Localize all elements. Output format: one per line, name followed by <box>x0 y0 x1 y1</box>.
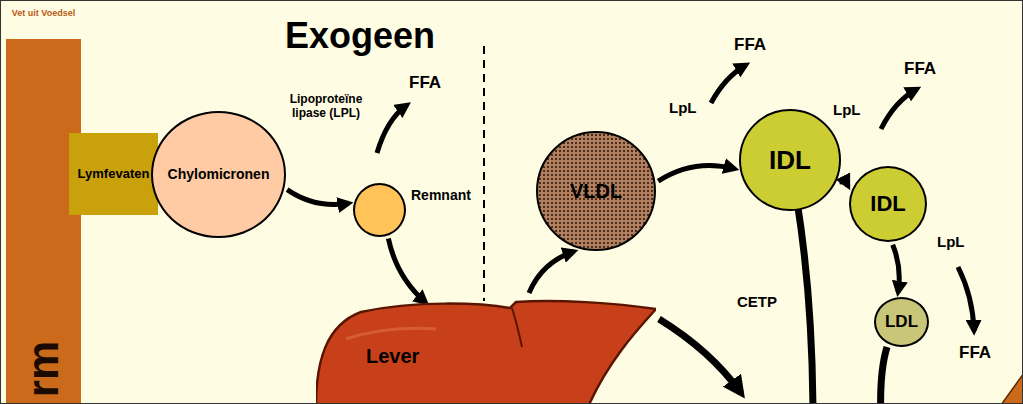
arrow-line <box>658 165 734 181</box>
enzyme-label: LpL <box>833 101 861 118</box>
ffa-label: FFA <box>734 35 766 55</box>
ffa-arrow <box>377 105 407 153</box>
divider-line <box>483 46 485 301</box>
node-text: VLDL <box>570 180 622 202</box>
lipoprotein-circle: IDL <box>739 109 841 211</box>
node-text: IDL <box>769 146 811 175</box>
ffa-arrow <box>881 89 917 129</box>
node-text: Lever <box>366 345 419 367</box>
flow-arrow <box>529 251 574 292</box>
arrow-line <box>893 245 900 292</box>
enzyme-label: Lipoproteïne lipase (LPL) <box>283 93 369 121</box>
lipoprotein-circle: IDL <box>849 166 927 242</box>
liver-organ: Lever <box>316 299 656 404</box>
flow-arrow <box>881 347 887 404</box>
flow-arrow <box>287 190 349 205</box>
target-shape <box>1001 373 1023 404</box>
ffa-arrow <box>958 267 974 331</box>
node-text: Lymfevaten <box>78 167 150 181</box>
ffa-arrow <box>711 65 746 103</box>
arrow-line <box>529 251 574 292</box>
organ-name: rm <box>19 341 67 397</box>
diagram-title: Exogeen <box>285 15 435 56</box>
enzyme-label: CETP <box>737 293 777 310</box>
cetp-arrow <box>797 201 813 404</box>
node-caption: Remnant <box>411 188 471 203</box>
arrow-line <box>287 190 349 205</box>
ffa-label: FFA <box>959 343 991 363</box>
flow-arrow <box>893 245 900 292</box>
lymph-box: Lymfevaten <box>69 133 158 215</box>
flow-arrow <box>659 319 741 393</box>
lipoprotein-circle: Chylomicronen <box>151 111 286 238</box>
flow-arrow <box>388 239 425 303</box>
ffa-label: FFA <box>409 73 441 93</box>
flow-arrow <box>839 182 848 186</box>
remnant-circle: Remnant <box>353 183 406 237</box>
node-text: Chylomicronen <box>168 167 270 182</box>
intestine-band: Vet uit Voedselrm <box>6 39 81 404</box>
lipoprotein-circle: VLDL <box>536 131 656 251</box>
enzyme-label: LpL <box>669 99 697 116</box>
node-text: LDL <box>885 313 918 332</box>
flow-arrow <box>658 165 734 181</box>
ffa-label: FFA <box>904 59 936 79</box>
arrow-line <box>839 182 848 186</box>
heading-text: Vet uit Voedsel <box>6 9 81 19</box>
node-text: IDL <box>870 192 905 216</box>
arrow-line <box>388 239 425 303</box>
enzyme-label: LpL <box>937 233 965 250</box>
lipoprotein-circle: LDL <box>874 297 929 347</box>
